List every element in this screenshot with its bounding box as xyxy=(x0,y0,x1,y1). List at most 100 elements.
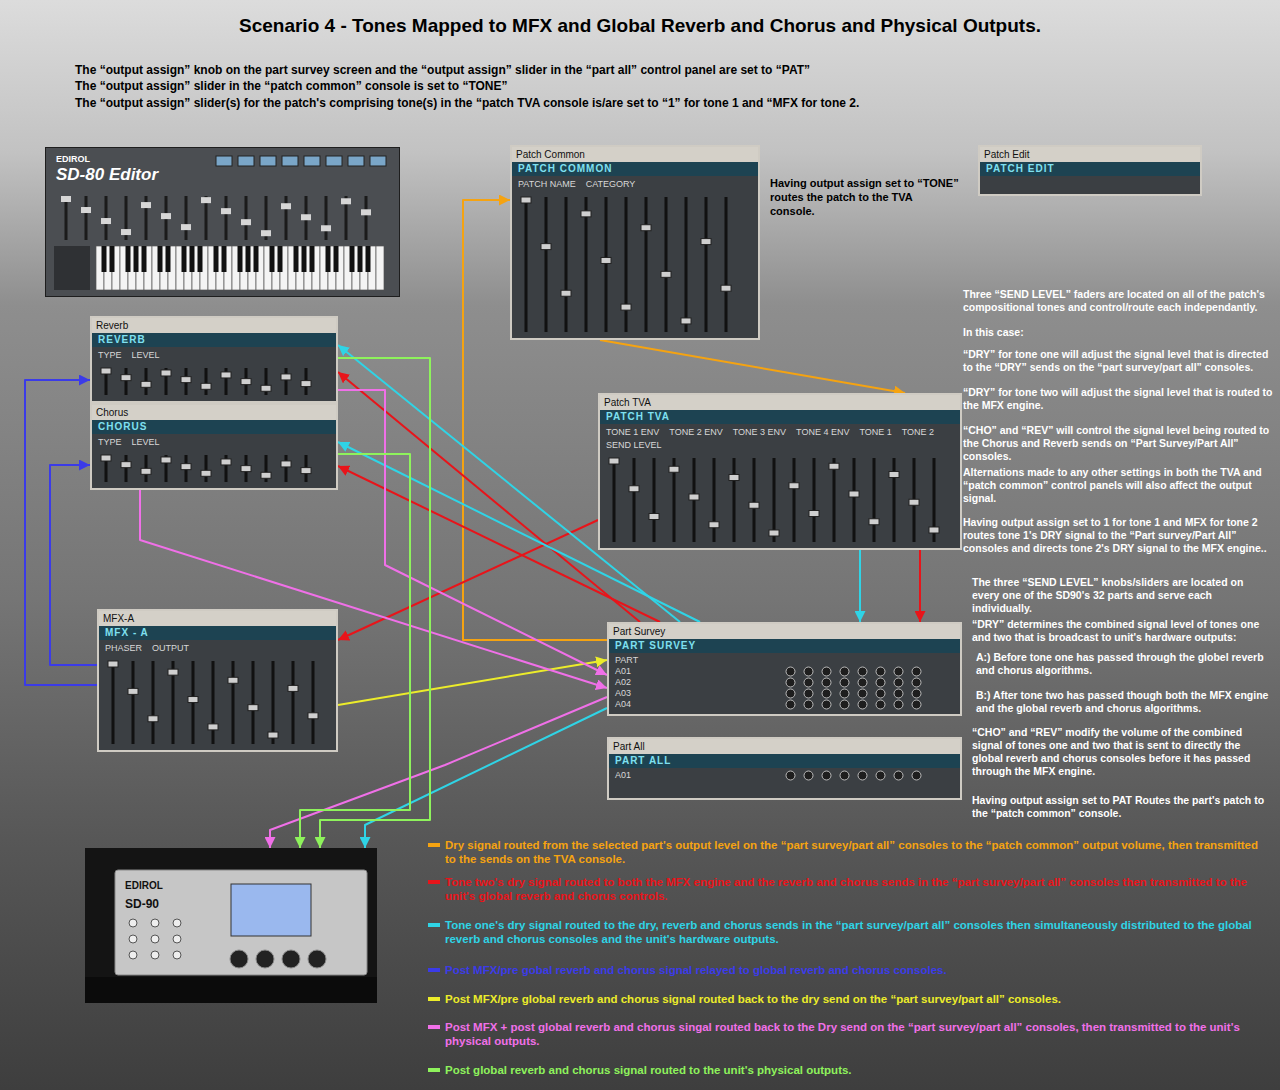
fader-track xyxy=(613,458,616,542)
fader-track xyxy=(185,196,188,240)
fader-handle xyxy=(108,661,118,667)
control-label-group: TONE 1 ENVTONE 2 ENVTONE 3 ENVTONE 4 ENV… xyxy=(600,424,960,454)
fader-handle xyxy=(281,374,291,380)
send-knob xyxy=(876,700,885,709)
fader-handle xyxy=(629,486,639,492)
control-label: TONE 4 ENV xyxy=(796,427,849,438)
fader-handle xyxy=(81,207,91,213)
fader-handle xyxy=(288,685,298,691)
window-title: Reverb xyxy=(92,318,336,333)
legend-swatch xyxy=(428,1025,440,1029)
send-knob xyxy=(894,678,903,687)
black-key xyxy=(142,246,147,272)
explanation-note: In this case: xyxy=(963,326,1275,339)
send-knob xyxy=(786,700,795,709)
send-knob xyxy=(840,700,849,709)
send-knob xyxy=(912,678,921,687)
send-knob xyxy=(804,689,813,698)
panel-heading: PART SURVEY xyxy=(609,639,960,653)
fader-handle xyxy=(168,669,178,675)
fader-handle xyxy=(121,462,131,468)
black-key xyxy=(198,246,203,272)
fader-handle xyxy=(201,470,211,476)
device-knob xyxy=(282,950,300,968)
mode-button xyxy=(282,156,298,166)
send-knob xyxy=(912,667,921,676)
explanation-note: Having output assign set to PAT Routes t… xyxy=(972,794,1272,820)
fader-track xyxy=(112,661,115,744)
label-slot: Alternations made to any other settings … xyxy=(963,466,1275,505)
send-knob xyxy=(858,667,867,676)
fader-track xyxy=(633,458,636,542)
fader-track xyxy=(252,661,255,744)
send-knob xyxy=(894,700,903,709)
fader-handle xyxy=(321,225,331,231)
fader-track xyxy=(245,196,248,240)
black-key xyxy=(158,246,163,272)
window-title: Part All xyxy=(609,739,960,754)
fader-handle xyxy=(228,677,238,683)
send-knob xyxy=(858,700,867,709)
explanation-note: Alternations made to any other settings … xyxy=(963,466,1275,505)
explanation-note: Having output assign set to 1 for tone 1… xyxy=(963,516,1275,555)
fader-handle xyxy=(609,458,619,464)
device-button xyxy=(173,951,181,959)
fader-handle xyxy=(261,230,271,236)
title-slot: Scenario 4 - Tones Mapped to MFX and Glo… xyxy=(0,14,1280,38)
fader-track xyxy=(853,458,856,542)
fader-handle xyxy=(101,368,111,374)
legend-entry: Post MFX/pre gobal reverb and chorus sig… xyxy=(428,963,1270,977)
panel-heading: CHORUS xyxy=(92,420,336,434)
black-key xyxy=(166,246,171,272)
fader-handle xyxy=(641,225,651,231)
black-key xyxy=(270,246,275,272)
control-label-group: PATCH NAMECATEGORY xyxy=(512,176,758,193)
lcd-screen xyxy=(231,884,311,936)
black-key xyxy=(110,246,115,272)
fader-handle xyxy=(301,468,311,474)
send-knob xyxy=(804,678,813,687)
explanation-note: The three “SEND LEVEL” knobs/sliders are… xyxy=(972,576,1272,615)
device-knob xyxy=(230,950,248,968)
fader-track xyxy=(85,196,88,240)
fader-handle xyxy=(929,527,939,533)
fader-track xyxy=(365,196,368,240)
fader-handle xyxy=(681,318,691,324)
device-button xyxy=(151,919,159,927)
black-key xyxy=(358,246,363,272)
black-key xyxy=(254,246,259,272)
console-window: Patch CommonPATCH COMMONPATCH NAMECATEGO… xyxy=(510,145,760,340)
console-window: Patch TVAPATCH TVATONE 1 ENVTONE 2 ENVTO… xyxy=(598,393,962,550)
fader-handle xyxy=(789,483,799,489)
window-title: MFX-A xyxy=(99,611,336,626)
model-name: SD-90 xyxy=(125,897,159,911)
send-knob xyxy=(876,667,885,676)
send-knob xyxy=(822,667,831,676)
fader-handle xyxy=(308,713,318,719)
label-slot: “DRY” for tone one will adjust the signa… xyxy=(963,348,1275,374)
panel-heading: PART ALL xyxy=(609,754,960,768)
fader-track xyxy=(525,197,528,332)
device-faceplate xyxy=(115,870,367,975)
window-title: Patch Common xyxy=(512,147,758,162)
annotation-text: The “output assign” slider in the “patch… xyxy=(75,78,1265,94)
fader-handle xyxy=(241,466,251,472)
fader-handle xyxy=(121,375,131,381)
explanation-note: “DRY” for tone two will adjust the signa… xyxy=(963,386,1275,412)
explanation-note: A:) Before tone one has passed through t… xyxy=(976,651,1272,677)
control-label: A03 xyxy=(615,688,768,699)
label-slot: Having output assign set to PAT Routes t… xyxy=(972,794,1272,820)
control-label: SEND LEVEL xyxy=(606,440,662,451)
label-slot: A:) Before tone one has passed through t… xyxy=(976,651,1272,677)
panel-heading: PATCH EDIT xyxy=(980,162,1200,176)
fader-track xyxy=(212,661,215,744)
black-key xyxy=(302,246,307,272)
fader-track xyxy=(705,197,708,332)
window-title: Patch Edit xyxy=(980,147,1200,162)
control-label: LEVEL xyxy=(132,350,160,361)
legend-swatch xyxy=(428,1068,440,1072)
window-title: Part Survey xyxy=(609,624,960,639)
legend-entry: Tone one's dry signal routed to the dry,… xyxy=(428,918,1270,946)
black-key xyxy=(182,246,187,272)
mode-button xyxy=(326,156,342,166)
